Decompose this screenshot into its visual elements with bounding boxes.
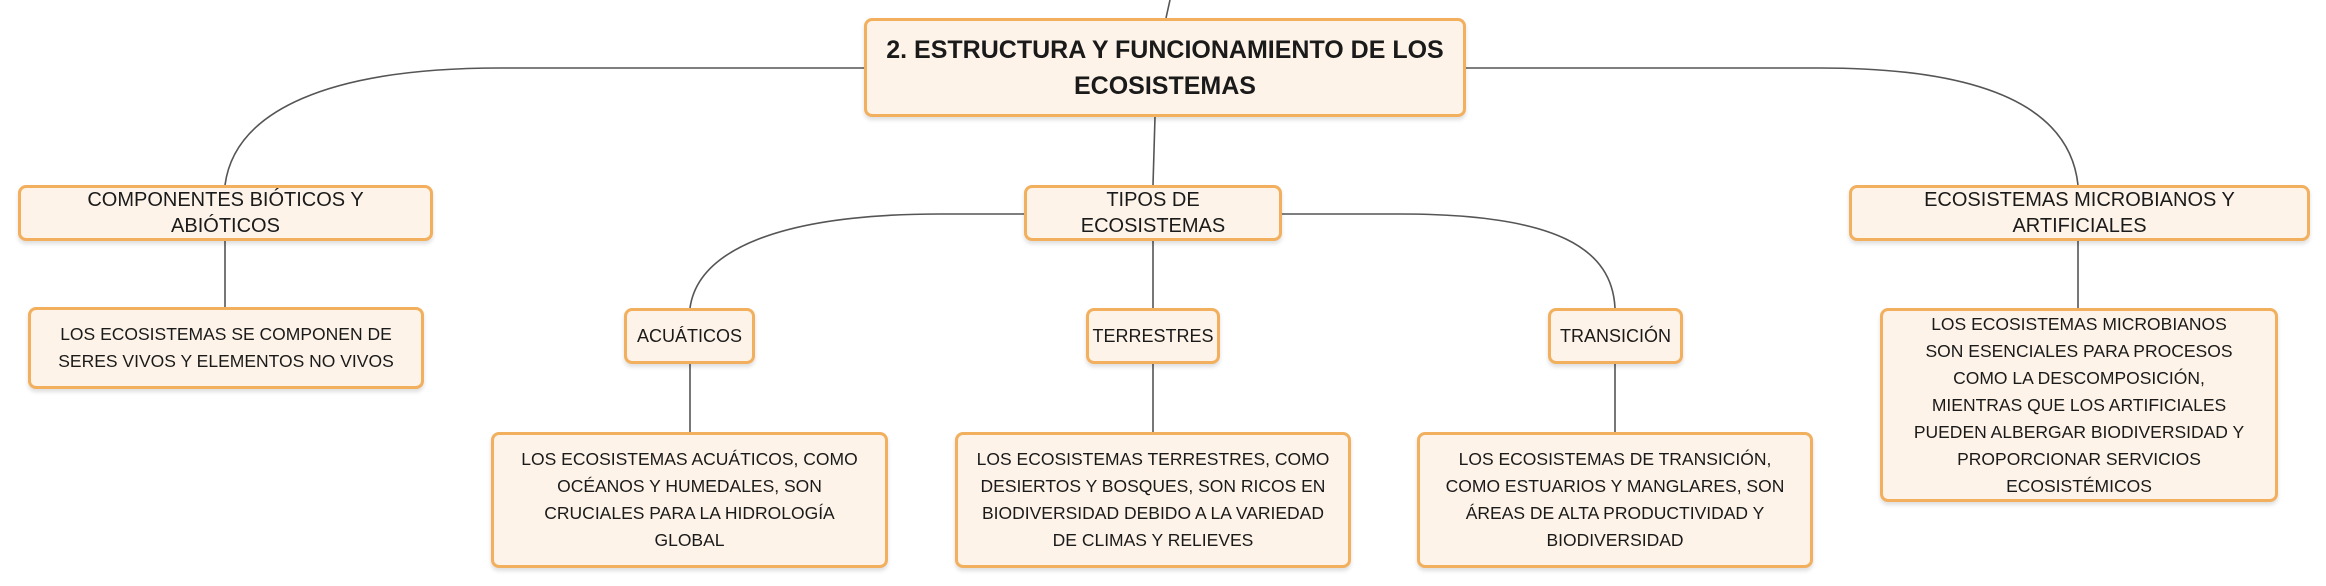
componentes-description-node[interactable]: LOS ECOSISTEMAS SE COMPONEN DE SERES VIV… — [28, 307, 424, 389]
connector-root-parent — [1165, 0, 1171, 19]
connector-root-tipos — [1152, 116, 1156, 186]
microbianos-description-node[interactable]: LOS ECOSISTEMAS MICROBIANOS SON ESENCIAL… — [1880, 308, 2278, 502]
transicion-label: TRANSICIÓN — [1560, 326, 1672, 346]
tipos-label: TIPOS DE ECOSISTEMAS — [1080, 189, 1226, 237]
root-node[interactable]: 2. ESTRUCTURA Y FUNCIONAMIENTO DE LOS EC… — [864, 18, 1466, 117]
componentes-node[interactable]: COMPONENTES BIÓTICOS Y ABIÓTICOS — [18, 185, 433, 241]
terrestres-description-node[interactable]: LOS ECOSISTEMAS TERRESTRES, COMO DESIERT… — [955, 432, 1351, 568]
terrestres-node[interactable]: TERRESTRES — [1086, 308, 1220, 364]
transicion-description-node[interactable]: LOS ECOSISTEMAS DE TRANSICIÓN, COMO ESTU… — [1417, 432, 1813, 568]
componentes-description: LOS ECOSISTEMAS SE COMPONEN DE SERES VIV… — [58, 324, 394, 371]
connector-root-microbianos — [1465, 67, 2079, 186]
root-label: 2. ESTRUCTURA Y FUNCIONAMIENTO DE LOS EC… — [886, 35, 1444, 100]
tipos-node[interactable]: TIPOS DE ECOSISTEMAS — [1024, 185, 1282, 241]
acuaticos-description-node[interactable]: LOS ECOSISTEMAS ACUÁTICOS, COMO OCÉANOS … — [491, 432, 888, 568]
acuaticos-label: ACUÁTICOS — [637, 326, 743, 346]
microbianos-description: LOS ECOSISTEMAS MICROBIANOS SON ESENCIAL… — [1913, 313, 2245, 496]
connector-tipos-transicion — [1281, 213, 1616, 309]
microbianos-node[interactable]: ECOSISTEMAS MICROBIANOS Y ARTIFICIALES — [1849, 185, 2310, 241]
acuaticos-node[interactable]: ACUÁTICOS — [624, 308, 755, 364]
transicion-description: LOS ECOSISTEMAS DE TRANSICIÓN, COMO ESTU… — [1445, 449, 1785, 550]
transicion-node[interactable]: TRANSICIÓN — [1548, 308, 1683, 364]
connector-tipos-acuaticos — [689, 213, 1025, 309]
componentes-label: COMPONENTES BIÓTICOS Y ABIÓTICOS — [87, 189, 364, 237]
connector-root-componentes — [224, 67, 865, 186]
terrestres-label: TERRESTRES — [1092, 326, 1214, 346]
terrestres-description: LOS ECOSISTEMAS TERRESTRES, COMO DESIERT… — [976, 449, 1330, 550]
acuaticos-description: LOS ECOSISTEMAS ACUÁTICOS, COMO OCÉANOS … — [521, 449, 858, 550]
microbianos-label: ECOSISTEMAS MICROBIANOS Y ARTIFICIALES — [1924, 189, 2235, 237]
